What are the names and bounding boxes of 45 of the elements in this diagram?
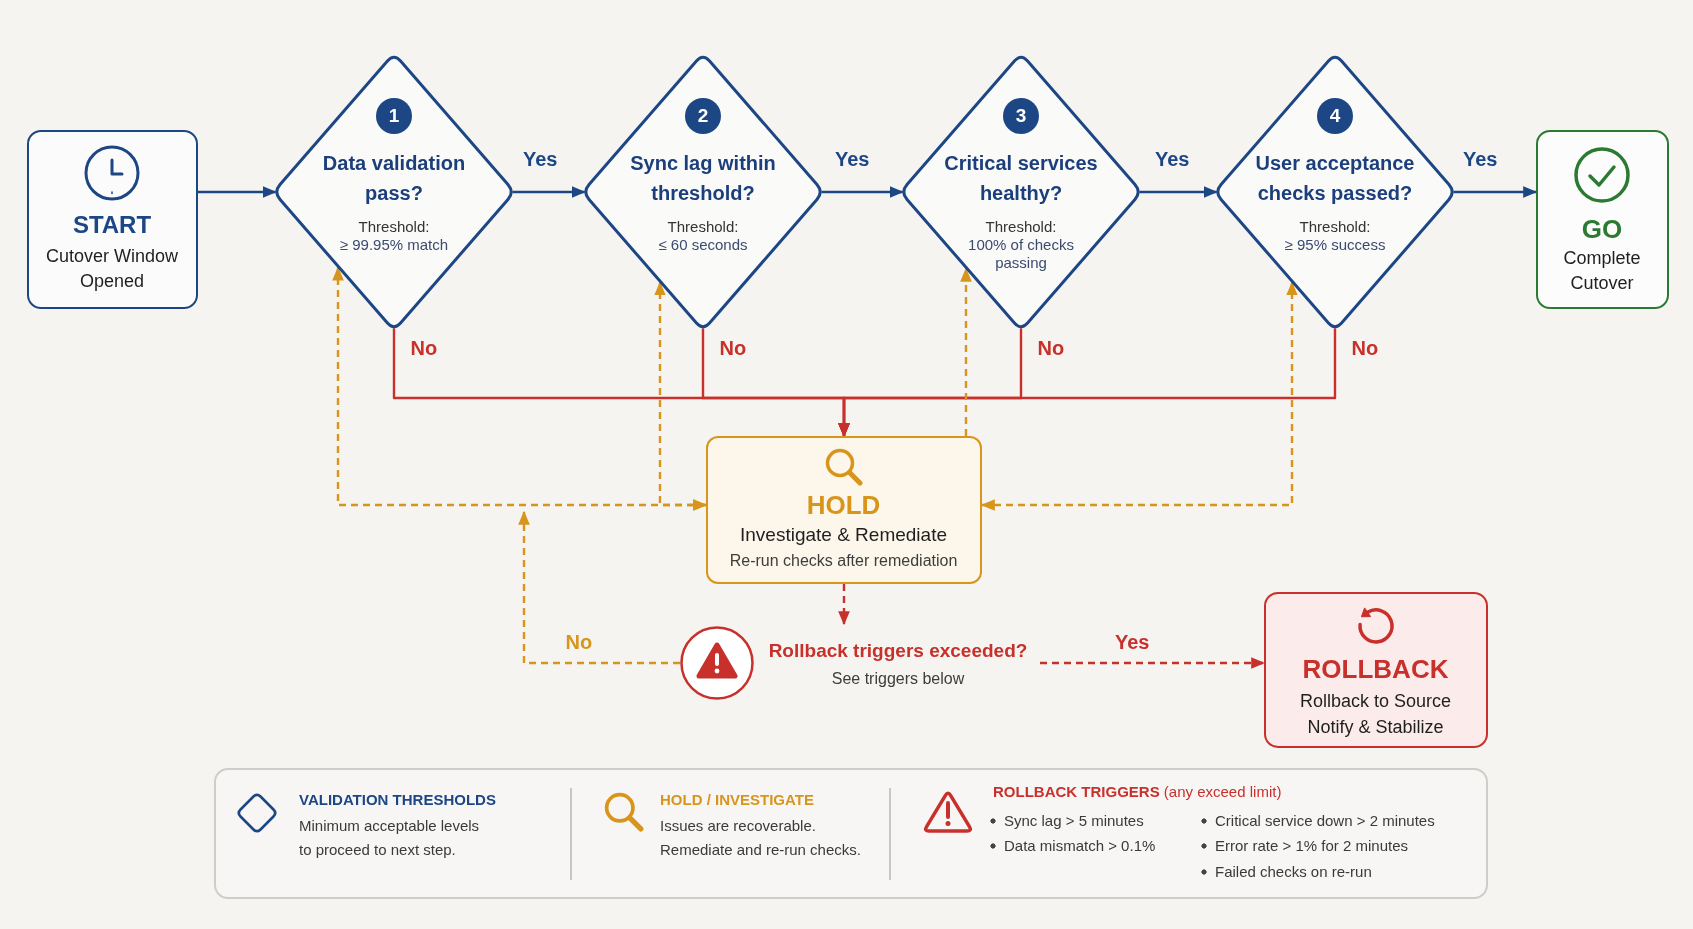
arrow xyxy=(1453,186,1538,198)
node-text: Investigate & Remediate xyxy=(739,523,948,547)
dashed-arrow xyxy=(518,510,680,665)
node-text: Rollback to Source xyxy=(1298,690,1453,713)
dashed-arrow xyxy=(654,281,708,511)
threshold-label: Threshold: xyxy=(666,217,740,236)
decision-question: Data validation pass? xyxy=(321,151,467,206)
threshold-value: ≥ 95% success xyxy=(1283,236,1387,254)
node-note: Re-run checks after remediation xyxy=(728,551,959,571)
threshold-value: ≤ 60 seconds xyxy=(657,236,749,254)
legend-description: Minimum acceptable levels to proceed to next step. xyxy=(299,816,481,860)
legend-description: Issues are recoverable. Remediate and re-run checks. xyxy=(660,816,862,860)
legend-heading: VALIDATION THRESHOLDS xyxy=(299,790,496,810)
node-note: See triggers below xyxy=(830,669,966,689)
dashed-arrow xyxy=(980,281,1298,511)
decision-question: Critical services healthy? xyxy=(943,151,1099,206)
arrow xyxy=(838,328,1337,438)
hold-box xyxy=(706,436,982,584)
dashed-arrow xyxy=(1040,657,1266,669)
node-text: Notify & Stabilize xyxy=(1306,716,1445,739)
threshold-value: 100% of checks passing xyxy=(967,236,1075,272)
rollback-box xyxy=(1264,592,1488,748)
arrow xyxy=(512,186,586,198)
node-title: GO xyxy=(1580,214,1624,244)
node-title: HOLD xyxy=(805,490,882,520)
threshold-value: ≥ 99.95% match xyxy=(338,236,450,254)
threshold-label: Threshold: xyxy=(984,217,1058,236)
end-box xyxy=(1536,130,1669,309)
decision-question: User acceptance checks passed? xyxy=(1254,151,1416,206)
node-text: Complete Cutover xyxy=(1562,247,1642,295)
dashed-arrow xyxy=(838,584,850,626)
dashed-arrow xyxy=(960,267,972,436)
legend-heading: ROLLBACK TRIGGERS (any exceed limit) xyxy=(993,782,1282,802)
legend-heading: HOLD / INVESTIGATE xyxy=(660,790,814,810)
decision-question: Rollback triggers exceeded? xyxy=(767,639,1029,663)
start-box xyxy=(27,130,198,309)
threshold-label: Threshold: xyxy=(1298,217,1372,236)
arrow xyxy=(1139,186,1218,198)
node-text: Cutover Window Opened xyxy=(44,245,179,293)
arrow xyxy=(198,186,277,198)
arrow xyxy=(821,186,904,198)
node-title: START xyxy=(71,210,153,240)
threshold-label: Threshold: xyxy=(357,217,431,236)
decision-question: Sync lag within threshold? xyxy=(629,151,777,206)
node-title: ROLLBACK xyxy=(1301,654,1450,684)
